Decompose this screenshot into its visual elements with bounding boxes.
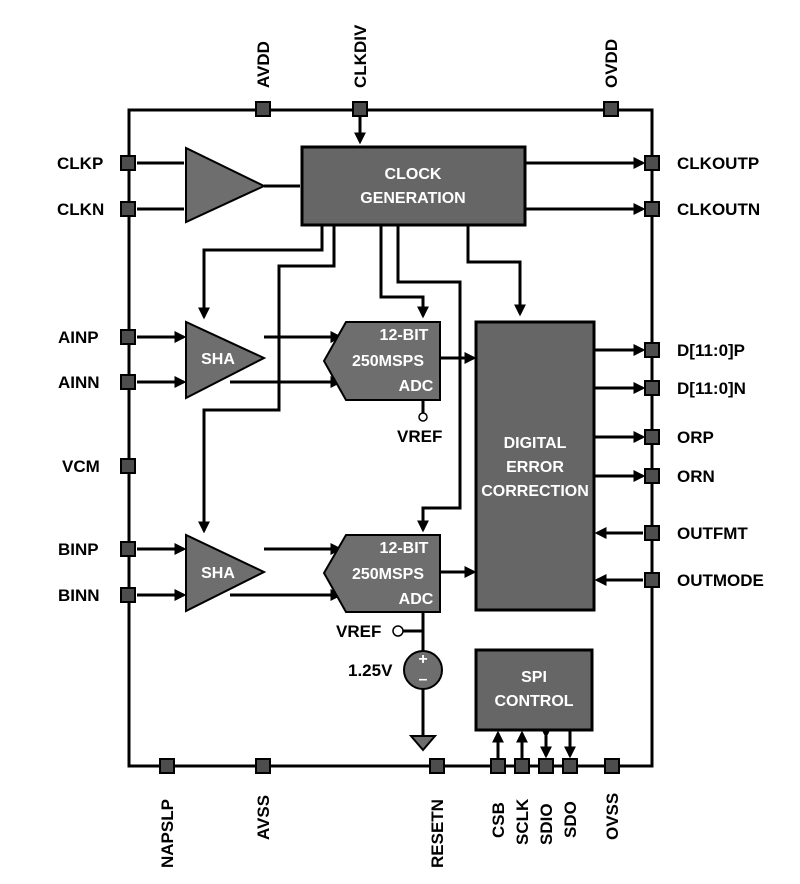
pin-ainp — [120, 329, 136, 345]
pin-outfmt — [644, 525, 660, 541]
adc-b-label-1: 12-BIT — [380, 540, 429, 557]
label-napslp: NAPSLP — [158, 799, 177, 868]
vref-a-label: VREF — [397, 427, 442, 446]
sha-a-label: SHA — [201, 351, 235, 368]
spi-label-2: CONTROL — [494, 693, 573, 710]
label-clkdiv: CLKDIV — [351, 24, 370, 88]
label-orn: ORN — [677, 467, 715, 486]
label-clkoutp: CLKOUTP — [677, 154, 759, 173]
pin-avdd — [255, 101, 271, 117]
voltage-source: + – — [403, 650, 443, 690]
label-orp: ORP — [677, 428, 714, 447]
pin-napslp — [159, 758, 175, 774]
pin-ainn — [120, 374, 136, 390]
pin-sclk — [514, 758, 530, 774]
pin-ovss — [604, 758, 620, 774]
clock-amplifier — [185, 146, 267, 224]
vref-b-node — [392, 625, 404, 637]
label-vcm: VCM — [62, 457, 100, 476]
spi-label-1: SPI — [521, 669, 547, 686]
pin-orp — [644, 429, 660, 445]
pin-clkoutp — [644, 155, 660, 171]
source-voltage-label: 1.25V — [348, 661, 393, 680]
label-clkp: CLKP — [57, 154, 103, 173]
label-clkn: CLKN — [57, 200, 104, 219]
signal-wires — [137, 110, 646, 766]
pin-sdio — [538, 758, 554, 774]
clock-generation-label-2: GENERATION — [360, 190, 465, 207]
pin-binp — [120, 541, 136, 557]
digital-error-correction-block: DIGITAL ERROR CORRECTION — [474, 320, 596, 612]
pin-clkn — [120, 201, 136, 217]
spi-control-block: SPI CONTROL — [474, 648, 594, 732]
pin-resetn — [429, 758, 445, 774]
pin-vcm — [120, 458, 136, 474]
clock-generation-label-1: CLOCK — [385, 166, 442, 183]
vref-a-node — [418, 412, 428, 422]
pin-outmode — [644, 572, 660, 588]
label-binp: BINP — [58, 540, 99, 559]
pin-avss — [255, 758, 271, 774]
pin-csb — [490, 758, 506, 774]
label-ainn: AINN — [58, 373, 100, 392]
adc-b-label-3: ADC — [399, 591, 434, 608]
label-ainp: AINP — [58, 328, 99, 347]
digital-label-2: ERROR — [506, 459, 564, 476]
label-binn: BINN — [58, 586, 100, 605]
label-outmode: OUTMODE — [677, 571, 764, 590]
adc-a-label-1: 12-BIT — [380, 327, 429, 344]
label-sclk: SCLK — [513, 798, 532, 845]
digital-label-3: CORRECTION — [481, 483, 589, 500]
sha-b-label: SHA — [201, 565, 235, 582]
ground-symbol — [408, 735, 438, 752]
adc-a-label-3: ADC — [399, 378, 434, 395]
pin-sdo — [562, 758, 578, 774]
vref-b-label: VREF — [336, 622, 381, 641]
label-avdd: AVDD — [254, 41, 273, 88]
label-avss: AVSS — [254, 795, 273, 840]
label-d-p: D[11:0]P — [677, 341, 745, 360]
label-ovss: OVSS — [603, 793, 622, 840]
pin-ovdd — [603, 101, 619, 117]
sha-block-a: SHA — [185, 320, 267, 400]
pin-orn — [644, 468, 660, 484]
label-csb: CSB — [489, 802, 508, 838]
label-sdio: SDIO — [537, 803, 556, 845]
pin-d-p — [644, 342, 660, 358]
adc-a-label-2: 250MSPS — [352, 353, 424, 370]
pin-clkp — [120, 155, 136, 171]
label-clkoutn: CLKOUTN — [677, 200, 760, 219]
clock-generation-block: CLOCK GENERATION — [300, 145, 527, 227]
pin-binn — [120, 587, 136, 603]
adc-block-b: 12-BIT 250MSPS ADC — [322, 534, 441, 613]
label-resetn: RESETN — [428, 799, 447, 868]
label-sdo: SDO — [561, 801, 580, 838]
source-minus: – — [419, 671, 428, 688]
sha-block-b: SHA — [185, 533, 267, 613]
adc-block-a: 12-BIT 250MSPS ADC — [322, 321, 441, 401]
digital-label-1: DIGITAL — [504, 435, 567, 452]
label-d-n: D[11:0]N — [677, 379, 746, 398]
pin-d-n — [644, 380, 660, 396]
label-ovdd: OVDD — [602, 39, 621, 88]
pin-clkdiv — [352, 101, 368, 117]
adc-b-label-2: 250MSPS — [352, 566, 424, 583]
source-plus: + — [418, 651, 427, 668]
label-outfmt: OUTFMT — [677, 524, 748, 543]
pin-clkoutn — [644, 201, 660, 217]
